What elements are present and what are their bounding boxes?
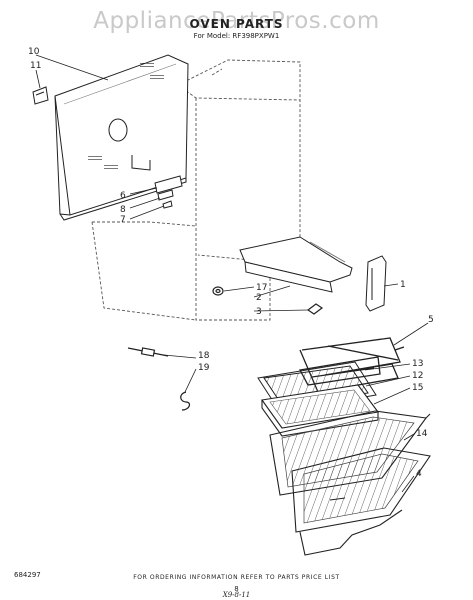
page-number: 8 [234, 585, 239, 593]
callout-2: 2 [256, 293, 262, 303]
handwritten-mark: X9-8-11 [222, 591, 251, 599]
callout-17: 17 [256, 283, 267, 293]
ordering-note: FOR ORDERING INFORMATION REFER TO PARTS … [133, 574, 340, 581]
broil-pan [261, 384, 379, 437]
diagram-title: OVEN PARTS [189, 17, 284, 31]
callout-11: 11 [30, 61, 41, 71]
callout-12: 12 [412, 371, 423, 381]
cover-plate [32, 86, 49, 105]
back-panel [54, 54, 189, 221]
callout-14: 14 [416, 429, 428, 439]
leader-lines [35, 54, 429, 493]
model-label: For Model: RF398PXPW1 [193, 32, 280, 40]
fastener-parts [212, 286, 324, 315]
part-number: 684297 [14, 571, 41, 579]
callout-15: 15 [412, 383, 423, 393]
callout-10: 10 [28, 47, 40, 57]
callout-8: 8 [120, 205, 126, 215]
side-panel [365, 255, 387, 312]
shelf-support [239, 236, 353, 293]
callout-6: 6 [120, 191, 126, 201]
oven-rack-lower [291, 447, 431, 556]
sensor-probe [127, 347, 191, 411]
oven-rack-upper [269, 410, 431, 496]
bracket-parts [154, 175, 183, 209]
callout-18: 18 [198, 351, 210, 361]
callout-19: 19 [198, 363, 210, 373]
watermark: AppliancePartsPros.com [93, 8, 380, 34]
callout-1: 1 [400, 280, 406, 290]
callout-4: 4 [416, 469, 422, 479]
callout-13: 13 [412, 359, 423, 369]
callout-labels: 10 11 6 8 7 17 2 3 1 5 18 19 13 12 15 14… [28, 47, 434, 479]
callout-5: 5 [428, 315, 434, 325]
callout-3: 3 [256, 307, 262, 317]
callout-7: 7 [120, 215, 126, 225]
